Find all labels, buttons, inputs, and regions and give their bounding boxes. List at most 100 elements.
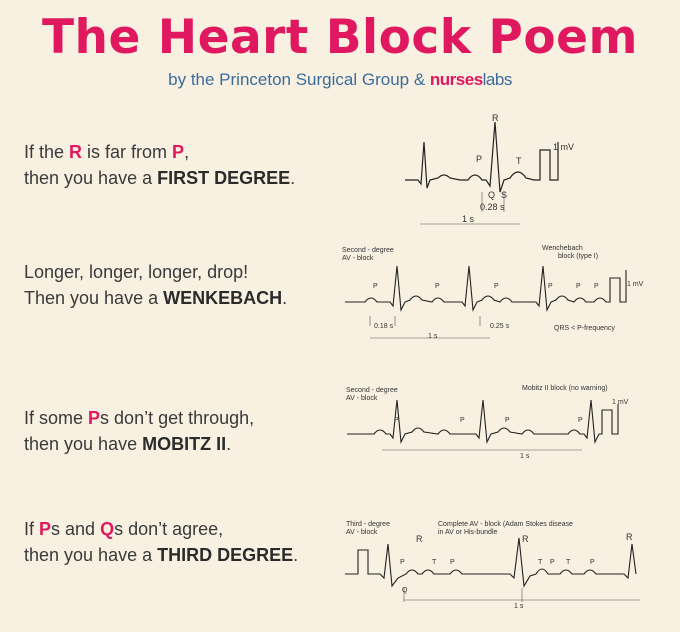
verse-diagnosis: MOBITZ II xyxy=(142,434,227,454)
label-interval-2: 0.25 s xyxy=(490,323,510,330)
label-t: T xyxy=(516,156,522,166)
verse-line: then you have a FIRST DEGREE. xyxy=(24,165,295,191)
label-t: T xyxy=(538,559,543,566)
verse-text: . xyxy=(290,168,296,188)
ecg-trace xyxy=(345,537,637,588)
verse-third-degree: If Ps and Qs don’t agree, then you have … xyxy=(24,516,298,568)
ecg-trace xyxy=(345,265,627,312)
label-left-1: Second - degree xyxy=(346,387,398,394)
verse-line: If Ps and Qs don’t agree, xyxy=(24,516,298,542)
verse-first-degree: If the R is far from P, then you have a … xyxy=(24,139,295,191)
label-second: 1 s xyxy=(514,603,524,610)
label-second: 1 s xyxy=(462,214,475,224)
label-p: P xyxy=(505,417,510,424)
verse-highlight: P xyxy=(88,408,101,428)
nurseslabs-logo: nurseslabs xyxy=(430,70,512,89)
verse-mobitz: If some Ps don’t get through, then you h… xyxy=(24,405,254,457)
label-p: P xyxy=(450,559,455,566)
verse-text: s and xyxy=(51,519,101,539)
label-second: 1 s xyxy=(520,453,530,460)
label-qrs-note: QRS < P-frequency xyxy=(554,325,615,332)
label-p: P xyxy=(400,559,405,566)
verse-text: then you have a xyxy=(24,545,158,565)
label-left-1: Second - degree xyxy=(342,247,394,254)
label-p: P xyxy=(594,283,599,290)
ecg-trace xyxy=(405,121,559,193)
verse-text: Then you have a xyxy=(24,288,164,308)
label-mv: 1 mV xyxy=(627,281,644,288)
label-q: Q xyxy=(488,190,495,200)
label-interval-1: 0.18 s xyxy=(374,323,394,330)
label-p: P xyxy=(435,283,440,290)
ecg-trace xyxy=(347,399,619,444)
label-p: P xyxy=(550,559,555,566)
verse-text: s don’t get through, xyxy=(100,408,255,428)
verse-line: If some Ps don’t get through, xyxy=(24,405,254,431)
verse-wenkebach: Longer, longer, longer, drop! Then you h… xyxy=(24,259,287,311)
verse-text: . xyxy=(293,545,299,565)
verse-line: If the R is far from P, xyxy=(24,139,295,165)
verse-text: . xyxy=(226,434,232,454)
verse-text: If xyxy=(24,519,40,539)
poem-title: The Heart Block Poem xyxy=(42,10,638,65)
label-p: P xyxy=(494,283,499,290)
verse-diagnosis: THIRD DEGREE xyxy=(157,545,294,565)
verse-highlight: P xyxy=(172,142,185,162)
label-p: P xyxy=(578,417,583,424)
verse-highlight: P xyxy=(39,519,52,539)
verse-line: Longer, longer, longer, drop! xyxy=(24,259,287,285)
brand-main: nurses xyxy=(429,70,483,89)
label-interval: 0.28 s xyxy=(480,202,505,212)
label-left-2: AV - block xyxy=(342,255,374,262)
label-r: R xyxy=(522,534,529,544)
label-right-2: block (type I) xyxy=(558,253,598,260)
label-t: T xyxy=(432,559,437,566)
verse-text: then you have xyxy=(24,434,143,454)
brand-suffix: labs xyxy=(482,70,513,89)
label-p: P xyxy=(548,283,553,290)
ecg-wenkebach: Second - degree AV - block Wenchebach bl… xyxy=(342,245,644,340)
verse-line: Then you have a WENKEBACH. xyxy=(24,285,287,311)
verse-highlight: Q xyxy=(100,519,115,539)
label-p: P xyxy=(373,283,378,290)
verse-text: s don’t agree, xyxy=(114,519,224,539)
verse-text: If some xyxy=(24,408,89,428)
label-right: Mobitz II block (no warning) xyxy=(522,385,608,392)
ecg-first-degree: R P T Q S 1 mV 0.28 s 1 s xyxy=(405,113,574,225)
label-left-2: AV - block xyxy=(346,395,378,402)
poem-subtitle: by the Princeton Surgical Group & nurses… xyxy=(0,70,680,90)
subtitle-prefix: by the Princeton Surgical Group & xyxy=(168,70,426,89)
label-left-1: Third - degree xyxy=(346,521,390,528)
verse-text: is far from xyxy=(82,142,173,162)
label-right-2: in AV or His-bundle xyxy=(438,529,498,536)
label-p: P xyxy=(590,559,595,566)
label-p: P xyxy=(394,417,399,424)
verse-text: If the xyxy=(24,142,70,162)
verse-text: then you have a xyxy=(24,168,158,188)
verse-line: then you have a THIRD DEGREE. xyxy=(24,542,298,568)
label-p: P xyxy=(576,283,581,290)
label-r: R xyxy=(416,534,423,544)
label-right-1: Wenchebach xyxy=(542,245,583,252)
label-s: S xyxy=(501,190,507,200)
label-second: 1 s xyxy=(428,333,438,340)
ecg-third-degree: Third - degree AV - block Complete AV - … xyxy=(345,521,640,610)
ecg-mobitz: Second - degree AV - block Mobitz II blo… xyxy=(346,385,629,460)
label-left-2: AV - block xyxy=(346,529,378,536)
label-right-1: Complete AV - block (Adam Stokes disease xyxy=(438,521,573,528)
verse-diagnosis: WENKEBACH xyxy=(163,288,283,308)
label-p: P xyxy=(476,154,482,164)
label-mv: 1 mV xyxy=(612,399,629,406)
verse-text: Longer, longer, longer, drop! xyxy=(24,262,249,282)
verse-text: . xyxy=(282,288,288,308)
verse-highlight: R xyxy=(69,142,83,162)
verse-diagnosis: FIRST DEGREE xyxy=(157,168,291,188)
label-r: R xyxy=(626,532,633,542)
label-mv: 1 mV xyxy=(553,142,574,152)
label-q: Q xyxy=(402,587,408,594)
label-r: R xyxy=(492,113,499,123)
label-p: P xyxy=(460,417,465,424)
verse-line: then you have MOBITZ II. xyxy=(24,431,254,457)
label-t: T xyxy=(566,559,571,566)
verse-text: , xyxy=(184,142,190,162)
